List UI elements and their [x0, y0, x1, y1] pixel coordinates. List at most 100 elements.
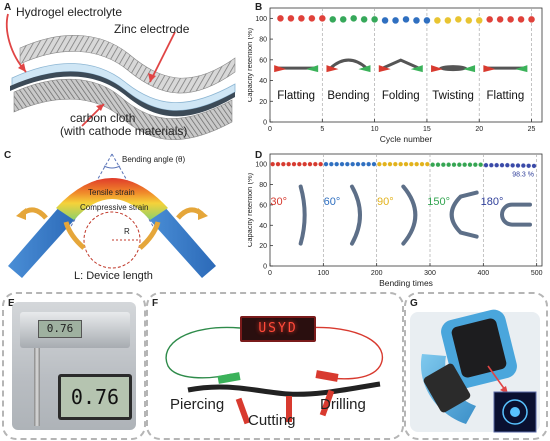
data-point: [355, 161, 361, 167]
segment-label: 30°: [270, 196, 287, 208]
data-point: [297, 14, 305, 22]
data-point: [475, 16, 483, 24]
panel-c-letter: C: [4, 150, 12, 161]
hydrogel-electrolyte-label: Hydrogel electrolyte: [16, 5, 123, 19]
data-point: [520, 163, 526, 169]
data-point: [444, 16, 452, 24]
device-thumbnail: [439, 65, 468, 72]
bent-device-shape: [401, 184, 418, 246]
red-clip: [378, 65, 391, 73]
data-point: [276, 14, 285, 22]
segment-label: 90°: [377, 196, 394, 208]
cutting-label: Cutting: [248, 412, 296, 429]
x-axis-label: Bending times: [379, 278, 433, 288]
panel-b-letter: B: [255, 2, 263, 13]
data-point: [329, 15, 337, 23]
data-point: [527, 15, 536, 23]
data-point: [456, 162, 462, 168]
data-point: [296, 161, 302, 167]
x-tick-label: 200: [371, 270, 383, 277]
caliper-zoom-display: 0.76: [58, 374, 132, 420]
data-point: [334, 161, 340, 167]
x-tick-label: 100: [317, 270, 329, 277]
data-point: [483, 162, 489, 168]
data-point: [376, 161, 382, 167]
y-tick-label: 60: [259, 57, 267, 64]
data-point: [360, 161, 366, 167]
red-clip: [274, 65, 287, 73]
segment-label: 150°: [427, 196, 450, 208]
data-point: [510, 162, 516, 168]
segment-label: 60°: [324, 196, 341, 208]
y-tick-label: 80: [259, 37, 267, 44]
x-tick-label: 400: [477, 270, 489, 277]
segment-label: Bending: [327, 90, 369, 102]
tensile-strain-label: Tensile strain: [88, 188, 135, 197]
panel-e-frame: [2, 292, 146, 440]
smartwatch-photo: [410, 309, 540, 433]
caliper-photo: 0.76 0.76: [12, 302, 136, 430]
data-point: [286, 161, 292, 167]
drilling-label: Drilling: [320, 396, 366, 413]
data-point: [526, 163, 532, 169]
data-point: [381, 16, 389, 24]
bent-device-shape: [449, 190, 479, 239]
green-clip: [410, 65, 423, 73]
panel-a-letter: A: [4, 2, 12, 13]
led-display: USYD: [240, 316, 316, 342]
y-tick-label: 20: [259, 243, 267, 250]
segment-label: Folding: [382, 90, 420, 102]
caliper-small-display: 0.76: [38, 320, 82, 338]
data-point: [398, 161, 404, 167]
red-clip: [483, 65, 496, 73]
device-length-label: L: Device length: [74, 270, 153, 282]
data-point: [504, 162, 510, 168]
y-tick-label: 60: [259, 202, 267, 209]
piercing-label: Piercing: [170, 396, 225, 413]
x-tick-label: 20: [475, 126, 483, 133]
data-point: [339, 15, 347, 23]
data-point: [307, 161, 313, 167]
data-point: [270, 161, 276, 167]
data-point: [339, 161, 345, 167]
green-clip: [515, 65, 528, 73]
data-point: [392, 161, 398, 167]
x-tick-label: 5: [320, 126, 324, 133]
data-point: [366, 161, 372, 167]
y-tick-label: 0: [263, 264, 267, 271]
data-point: [371, 161, 377, 167]
y-tick-label: 40: [259, 78, 267, 85]
bent-device-shape: [500, 202, 532, 227]
y-axis-label: Capacity retention (%): [248, 172, 254, 247]
bending-strain-diagram: [8, 153, 216, 278]
panel-g-frame: [404, 292, 548, 440]
data-point: [275, 161, 281, 167]
data-point: [499, 162, 505, 168]
zinc-electrode-label: Zinc electrode: [114, 22, 190, 36]
plot-frame: [269, 153, 543, 267]
green-clip: [358, 65, 371, 73]
carbon-cloth-line2: (with cathode materials): [60, 124, 188, 138]
segment-label: Twisting: [432, 90, 474, 102]
data-point: [323, 161, 329, 167]
caliper-jaw: [34, 348, 40, 426]
data-point: [451, 162, 457, 168]
data-point: [423, 16, 431, 24]
carbon-cloth-line1: carbon cloth: [70, 111, 136, 125]
battery-led-demo-photo: [165, 326, 383, 425]
data-point: [382, 161, 388, 167]
data-point: [312, 161, 318, 167]
radius-label: R: [124, 227, 130, 236]
data-point: [350, 161, 356, 167]
data-point: [280, 161, 286, 167]
segment-label: Flatting: [487, 90, 525, 102]
data-point: [419, 161, 425, 167]
data-point: [430, 162, 436, 168]
red-clip: [431, 65, 444, 73]
data-point: [414, 161, 420, 167]
compressive-strain-label: Compressive strain: [80, 203, 149, 212]
x-tick-label: 0: [268, 126, 272, 133]
x-tick-label: 0: [268, 270, 272, 277]
bending-angle-label: Bending angle (θ): [122, 155, 186, 164]
